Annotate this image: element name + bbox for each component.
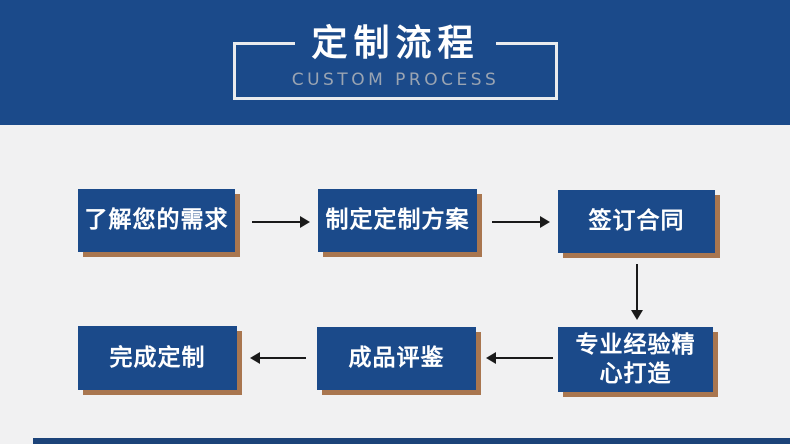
page-subtitle: CUSTOM PROCESS bbox=[291, 70, 500, 90]
arrow-step2-to-step3 bbox=[492, 216, 550, 228]
flow-step-understand-needs: 了解您的需求 bbox=[78, 189, 235, 252]
flow-step-make-plan: 制定定制方案 bbox=[318, 189, 477, 252]
section-header: 定制流程 CUSTOM PROCESS bbox=[0, 0, 790, 125]
arrow-step3-to-step4 bbox=[631, 264, 643, 320]
flow-step-professional-crafting: 专业经验精心打造 bbox=[558, 327, 713, 392]
title-frame: 定制流程 CUSTOM PROCESS bbox=[233, 22, 558, 100]
arrow-step4-to-step5 bbox=[486, 352, 553, 364]
arrow-step5-to-step6 bbox=[250, 352, 306, 364]
flow-step-complete-customization: 完成定制 bbox=[78, 326, 237, 390]
next-section-top-edge bbox=[33, 438, 790, 444]
page-title: 定制流程 bbox=[295, 22, 496, 66]
flow-step-sign-contract: 签订合同 bbox=[558, 190, 715, 253]
title-row: 定制流程 bbox=[236, 22, 555, 72]
flow-step-product-evaluation: 成品评鉴 bbox=[317, 327, 476, 390]
arrow-step1-to-step2 bbox=[252, 216, 310, 228]
